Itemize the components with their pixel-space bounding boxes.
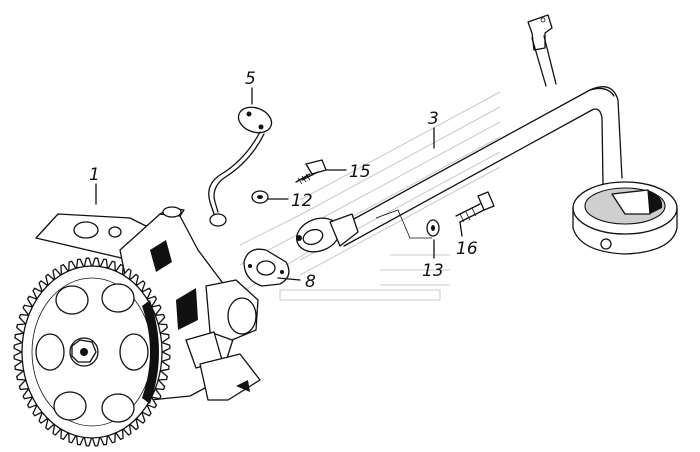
callout-5: 5	[245, 69, 256, 89]
callout-1: 1	[89, 165, 100, 185]
gasket-8	[243, 248, 290, 287]
callout-15: 15	[349, 162, 371, 182]
oil-tube	[208, 106, 273, 227]
bolt-16	[455, 191, 495, 223]
bolt-15	[295, 159, 327, 185]
washer-12	[251, 190, 269, 204]
callout-3: 3	[428, 109, 439, 129]
callout-13: 13	[422, 261, 444, 281]
suction-pipe	[295, 14, 678, 255]
callout-8: 8	[305, 272, 316, 292]
callout-16: 16	[456, 239, 478, 259]
oil-pump	[13, 206, 261, 447]
callout-12: 12	[291, 191, 313, 211]
leader-lines	[95, 87, 463, 281]
washer-13	[426, 219, 440, 237]
